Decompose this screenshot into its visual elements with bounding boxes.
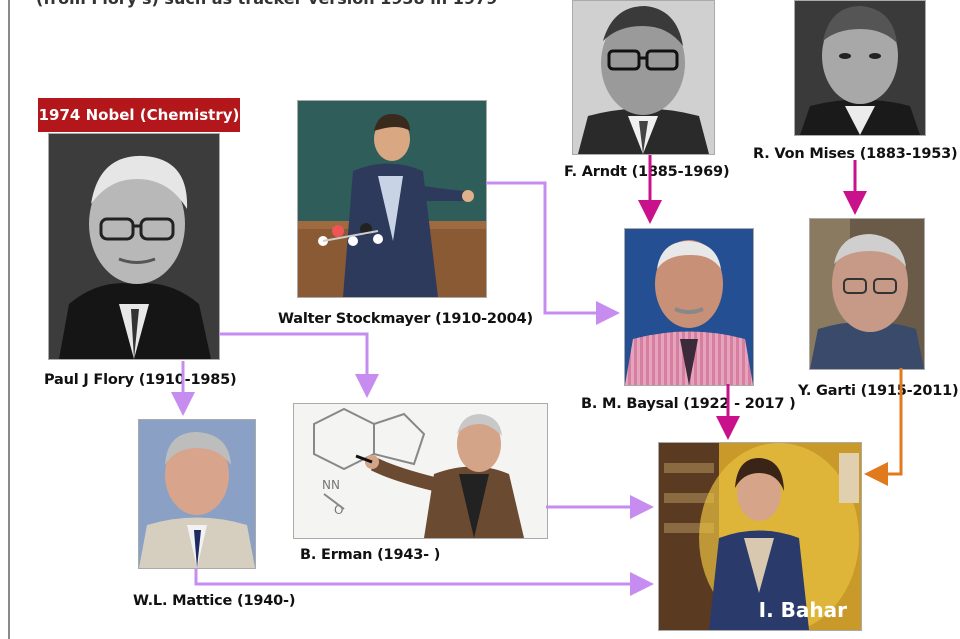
photo-erman: NN O bbox=[293, 403, 548, 539]
nobel-badge: 1974 Nobel (Chemistry) bbox=[38, 98, 240, 132]
photo-stockmayer bbox=[297, 100, 487, 298]
caption-stockmayer: Walter Stockmayer (1910-2004) bbox=[278, 311, 533, 327]
svg-text:O: O bbox=[334, 503, 343, 517]
arrow-flory-erman bbox=[219, 332, 379, 398]
caption-baysal: B. M. Baysal (1922 - 2017 ) bbox=[581, 396, 796, 412]
photo-baysal bbox=[624, 228, 754, 386]
photo-garti bbox=[809, 218, 925, 370]
arrow-garti-bahar bbox=[864, 368, 903, 486]
photo-arndt bbox=[572, 0, 715, 155]
photo-flory bbox=[48, 133, 220, 360]
photo-mattice bbox=[138, 419, 256, 569]
svg-text:NN: NN bbox=[322, 478, 340, 492]
caption-mattice: W.L. Mattice (1940-) bbox=[133, 593, 296, 609]
left-border-line bbox=[8, 0, 10, 639]
caption-bahar: I. Bahar bbox=[758, 598, 847, 622]
photo-vonmises bbox=[794, 0, 926, 136]
header-text: (from Flory's) such as tracker version 1… bbox=[36, 0, 497, 8]
caption-vonmises: R. Von Mises (1883-1953) bbox=[753, 146, 958, 162]
caption-erman: B. Erman (1943- ) bbox=[300, 547, 441, 563]
caption-arndt: F. Arndt (1885-1969) bbox=[564, 164, 730, 180]
caption-garti: Y. Garti (1915-2011) bbox=[798, 383, 959, 399]
arrow-mattice-bahar bbox=[194, 568, 654, 596]
arrow-stockmayer-baysal bbox=[486, 181, 620, 325]
caption-flory: Paul J Flory (1910-1985) bbox=[44, 372, 237, 388]
photo-bahar: I. Bahar bbox=[658, 442, 862, 631]
